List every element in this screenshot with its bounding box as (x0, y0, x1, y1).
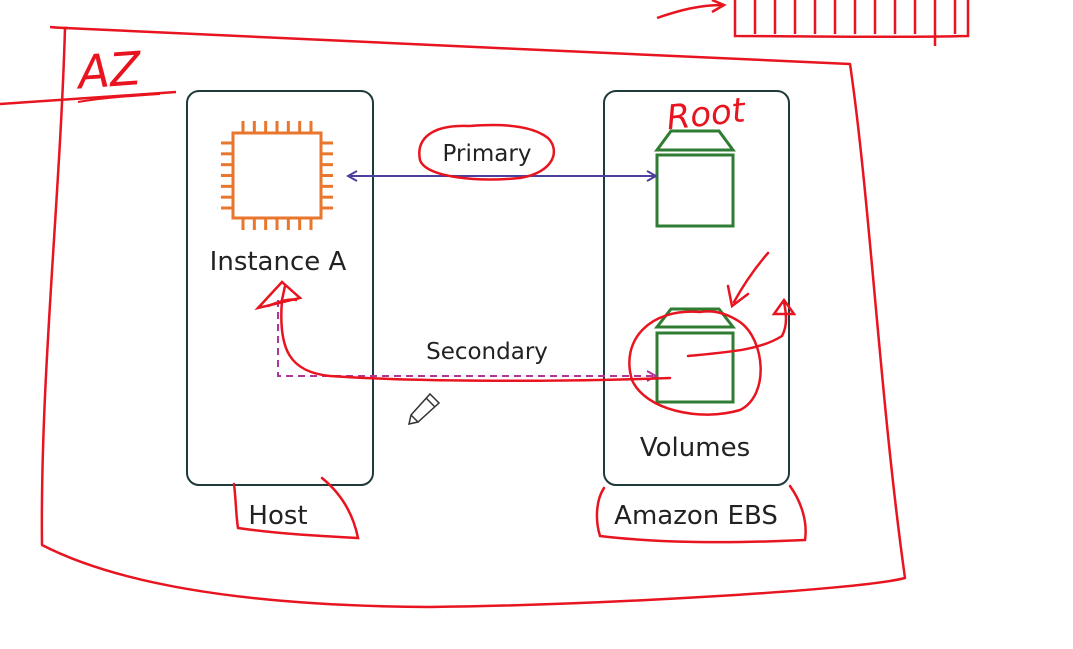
ebs-label-underline (595, 484, 807, 544)
host-label-underline (232, 476, 360, 540)
az-top-edge (49, 25, 69, 30)
ebs-box (603, 90, 790, 486)
top-right-scribble (656, 0, 970, 46)
az-boundary (40, 26, 907, 609)
instance-label: Instance A (210, 247, 347, 277)
ec2-chip-icon (221, 121, 333, 230)
host-box (186, 90, 374, 486)
primary-circle (418, 123, 556, 181)
root-label: Root (665, 90, 749, 138)
ebs-volume-icon (654, 129, 736, 228)
pencil-icon (408, 392, 441, 425)
secondary-label: Secondary (426, 339, 548, 365)
host-label: Host (248, 501, 307, 531)
secondary-red-overlay (254, 280, 672, 383)
az-annotation: AZ (0, 41, 177, 106)
ebs-label: Amazon EBS (614, 501, 778, 531)
primary-label: Primary (443, 141, 532, 167)
volumes-label: Volumes (640, 433, 750, 463)
volume-red-annotation (628, 251, 797, 416)
az-label: AZ (73, 41, 144, 100)
secondary-arrow (277, 300, 656, 376)
